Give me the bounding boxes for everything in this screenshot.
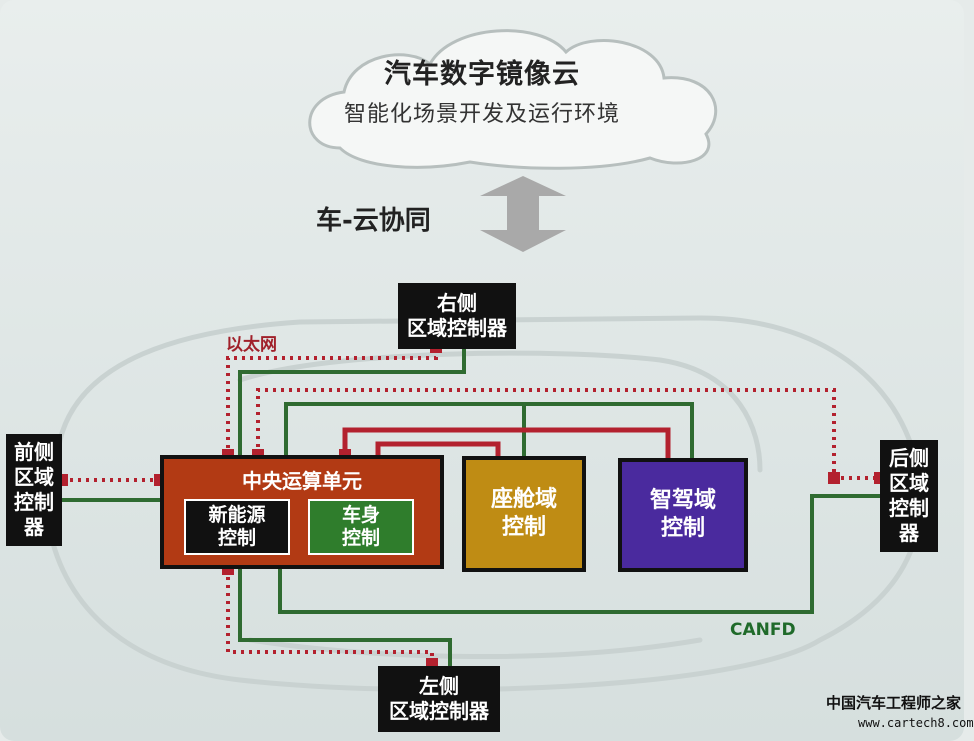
canfd-label: CANFD — [730, 620, 796, 640]
car-outline — [45, 315, 924, 693]
right-zone-controller: 右侧 区域控制器 — [398, 283, 516, 349]
new-energy-control: 新能源 控制 — [184, 499, 290, 555]
rear-zone-controller: 后侧 区域 控制 器 — [880, 440, 938, 552]
double-arrow-icon — [480, 176, 566, 252]
cockpit-domain-label: 座舱域 控制 — [490, 487, 557, 540]
right-zone-controller-label: 右侧 区域控制器 — [407, 291, 507, 340]
canfd-lines — [62, 349, 880, 666]
adas-domain-label: 智驾域 控制 — [649, 488, 716, 541]
cloud-shape — [308, 29, 718, 170]
central-compute-unit-title: 中央运算单元 — [242, 469, 362, 493]
left-zone-controller-label: 左侧 区域控制器 — [389, 674, 489, 723]
front-zone-controller: 前侧 区域 控制 器 — [6, 434, 62, 546]
ethernet-dotted-lines — [62, 349, 880, 666]
cloud-title: 汽车数字镜像云 — [384, 59, 580, 90]
watermark-url: www.cartech8.com — [858, 716, 974, 730]
new-energy-control-label: 新能源 控制 — [208, 504, 266, 549]
body-control-label: 车身 控制 — [341, 504, 380, 549]
left-zone-controller: 左侧 区域控制器 — [378, 666, 500, 732]
front-zone-controller-label: 前侧 区域 控制 器 — [14, 440, 54, 539]
ethernet-label: 以太网 — [226, 335, 277, 355]
cockpit-domain-control: 座舱域 控制 — [462, 456, 586, 572]
adas-domain-control: 智驾域 控制 — [618, 458, 748, 572]
rear-zone-controller-label: 后侧 区域 控制 器 — [889, 446, 929, 545]
watermark-text: 中国汽车工程师之家 — [826, 694, 962, 712]
cloud-subtitle: 智能化场景开发及运行环境 — [343, 102, 620, 127]
car-cloud-sync-label: 车-云协同 — [316, 206, 431, 236]
ethernet-solid-lines — [342, 427, 671, 465]
body-control: 车身 控制 — [308, 499, 414, 555]
